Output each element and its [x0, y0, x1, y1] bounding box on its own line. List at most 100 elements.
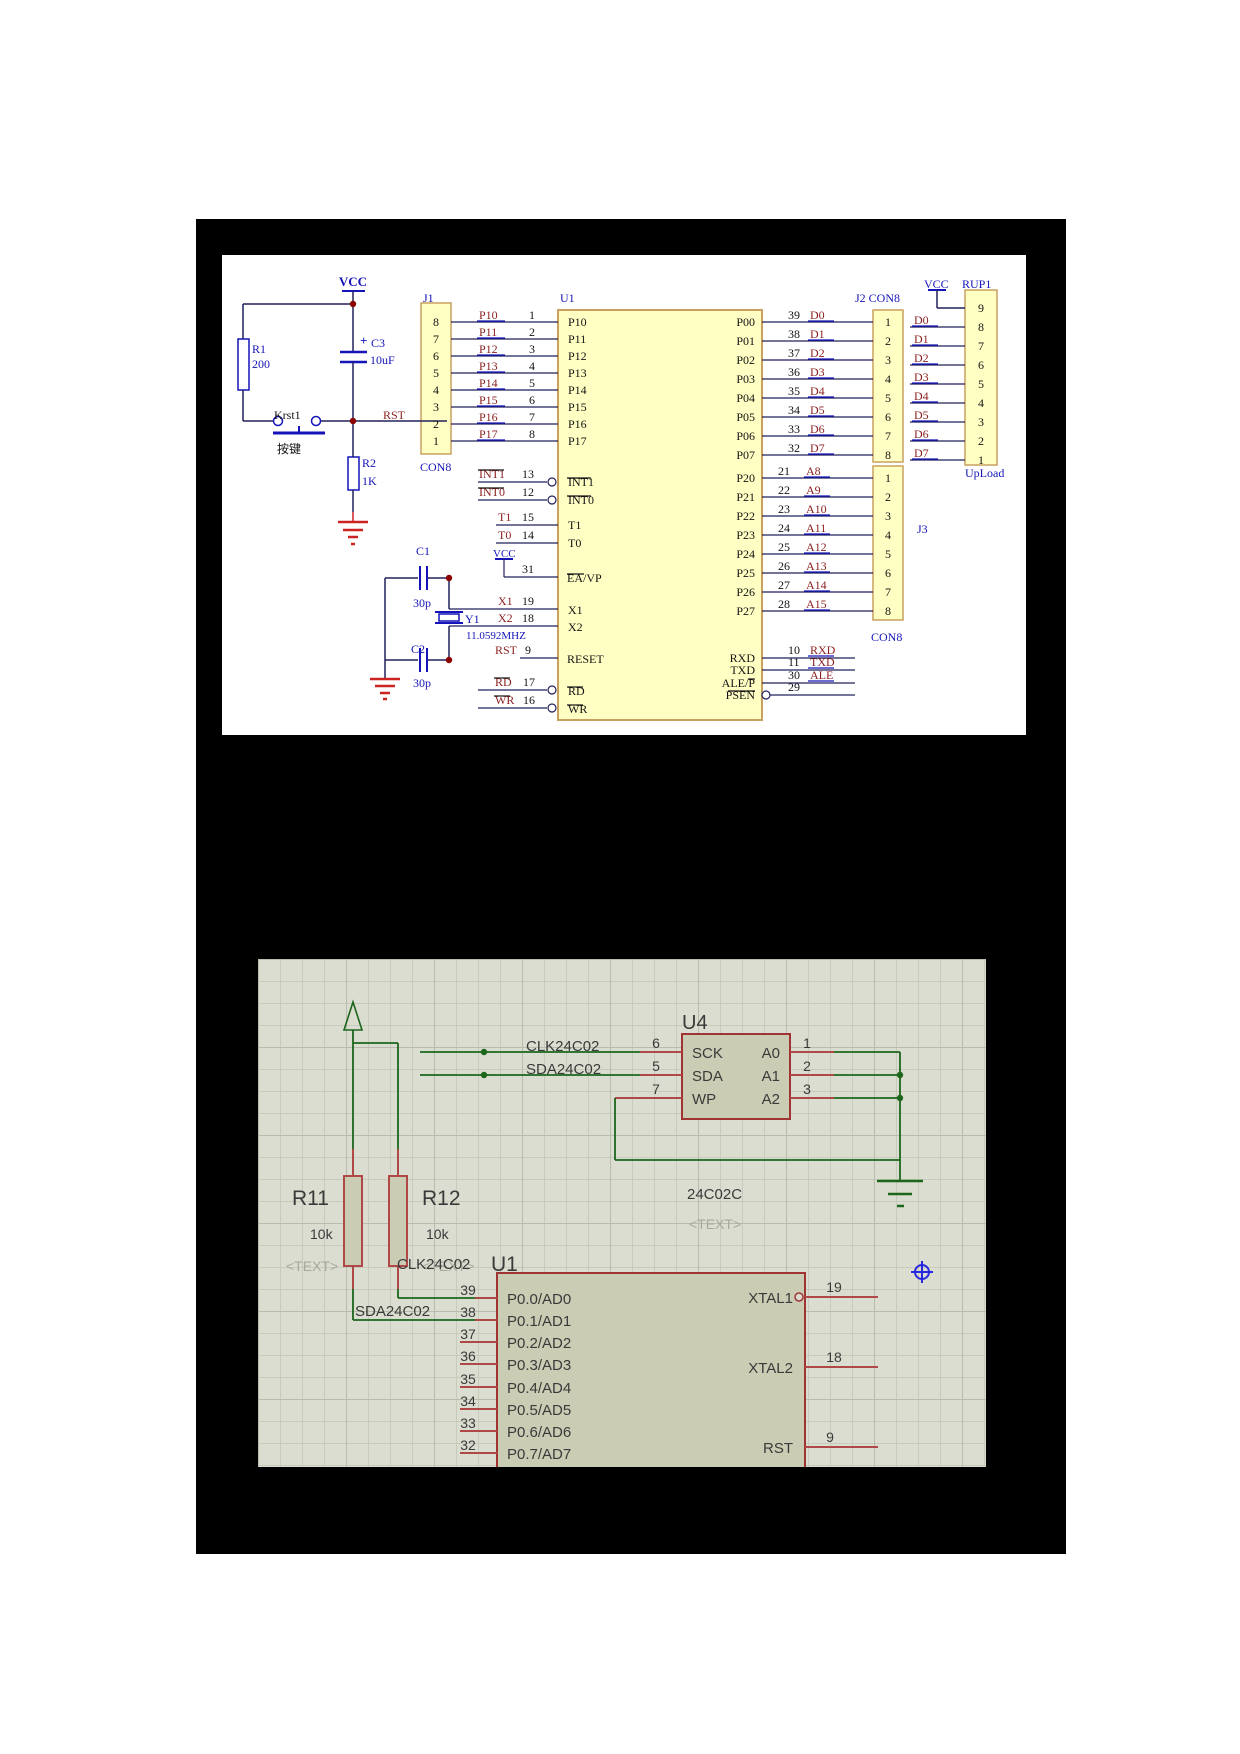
schematic-text: P12: [568, 349, 587, 363]
schematic-text: SDA: [692, 1068, 723, 1085]
junction-dot: [896, 1094, 904, 1102]
schematic-text: 21: [778, 464, 790, 478]
schematic-text: R12: [422, 1187, 461, 1210]
schematic-text: VCC: [924, 277, 949, 291]
schematic-text: 32: [788, 441, 800, 455]
pin-circle: [310, 415, 322, 427]
schematic-text: 35: [788, 384, 800, 398]
schematic-text: 15: [522, 510, 534, 524]
schematic-text: 8: [433, 315, 439, 329]
schematic-text: Krst1: [274, 408, 301, 422]
schematic-text: 19: [826, 1279, 842, 1295]
schematic-text: D3: [810, 365, 825, 379]
schematic-text: 3: [433, 400, 439, 414]
component-box: [496, 1272, 806, 1467]
schematic-text: P13: [568, 366, 587, 380]
schematic-text: P0.2/AD2: [507, 1335, 571, 1352]
schematic-text: C2: [411, 642, 425, 656]
schematic-text: RST: [763, 1440, 793, 1457]
pin-circle: [547, 703, 557, 713]
schematic-text: D2: [810, 346, 825, 360]
schematic-text: P04: [736, 391, 755, 405]
schematic-text: P22: [736, 509, 755, 523]
schematic-text: INT1: [568, 475, 594, 489]
schematic-text: 7: [978, 339, 984, 353]
component-box: [420, 302, 452, 455]
schematic-text: J1: [423, 291, 434, 305]
junction-dot: [445, 574, 453, 582]
schematic-text: 34: [460, 1393, 476, 1409]
schematic-text: 4: [885, 372, 891, 386]
schematic-text: C3: [371, 336, 385, 350]
schematic-text: 2: [885, 334, 891, 348]
component-box: [343, 1175, 363, 1267]
schematic-text: 1: [803, 1035, 811, 1051]
schematic-text: P21: [736, 490, 755, 504]
schematic-text: <TEXT>: [689, 1216, 741, 1232]
schematic-text: 2: [885, 490, 891, 504]
schematic-text: D1: [914, 332, 929, 346]
schematic-text: 33: [788, 422, 800, 436]
schematic-text: P26: [736, 585, 755, 599]
schematic-text: WP: [692, 1091, 716, 1108]
schematic-text: 5: [529, 376, 535, 390]
schematic-text: X2: [498, 611, 513, 625]
component-box: [872, 465, 904, 621]
schematic-text: +: [360, 333, 367, 348]
schematic-text: A0: [762, 1045, 780, 1062]
schematic-text: 2: [529, 325, 535, 339]
schematic-text: P17: [479, 427, 498, 441]
schematic-text: 5: [433, 366, 439, 380]
schematic-text: A1: [762, 1068, 780, 1085]
schematic-text: 3: [529, 342, 535, 356]
schematic-text: 7: [885, 585, 891, 599]
schematic-text: 37: [460, 1326, 476, 1342]
schematic-text: 28: [778, 597, 790, 611]
schematic-text: 3: [885, 353, 891, 367]
schematic-text: P13: [479, 359, 498, 373]
schematic-text: D4: [810, 384, 825, 398]
schematic-text: 6: [652, 1035, 660, 1051]
schematic-text: TXD: [810, 655, 835, 669]
schematic-text: 24: [778, 521, 790, 535]
pin-circle: [547, 685, 557, 695]
schematic-text: 5: [652, 1058, 660, 1074]
schematic-text: 18: [826, 1349, 842, 1365]
schematic-text: P06: [736, 429, 755, 443]
schematic-text: 10uF: [370, 353, 395, 367]
schematic-text: 6: [978, 358, 984, 372]
schematic-text: P0.4/AD4: [507, 1380, 571, 1397]
schematic-text: A9: [806, 483, 821, 497]
schematic-text: U1: [491, 1253, 518, 1276]
schematic-text: J3: [917, 522, 928, 536]
schematic-text: 7: [885, 429, 891, 443]
schematic-text: 按键: [277, 442, 301, 456]
schematic-text: RXD: [810, 643, 836, 657]
junction-dot: [349, 417, 357, 425]
schematic-text: 3: [803, 1081, 811, 1097]
schematic-text: J2 CON8: [855, 291, 900, 305]
schematic-text: 22: [778, 483, 790, 497]
schematic-text: <TEXT>: [286, 1258, 338, 1274]
schematic-text: 27: [778, 578, 790, 592]
schematic-text: 200: [252, 357, 270, 371]
schematic-text: 1: [978, 453, 984, 467]
schematic-text: P12: [479, 342, 498, 356]
schematic-text: WR: [568, 702, 587, 716]
schematic-text: D0: [914, 313, 929, 327]
schematic-text: P16: [568, 417, 587, 431]
component-box: [557, 309, 763, 721]
component-box: [347, 456, 360, 491]
schematic-text: X1: [568, 603, 583, 617]
schematic-text: P17: [568, 434, 587, 448]
schematic-text: P03: [736, 372, 755, 386]
junction-dot: [349, 300, 357, 308]
schematic-text: 1: [885, 315, 891, 329]
schematic-text: 4: [978, 396, 984, 410]
schematic-text: 6: [885, 410, 891, 424]
schematic-text: T1: [568, 518, 581, 532]
component-box: [237, 338, 250, 391]
schematic-text: 8: [529, 427, 535, 441]
